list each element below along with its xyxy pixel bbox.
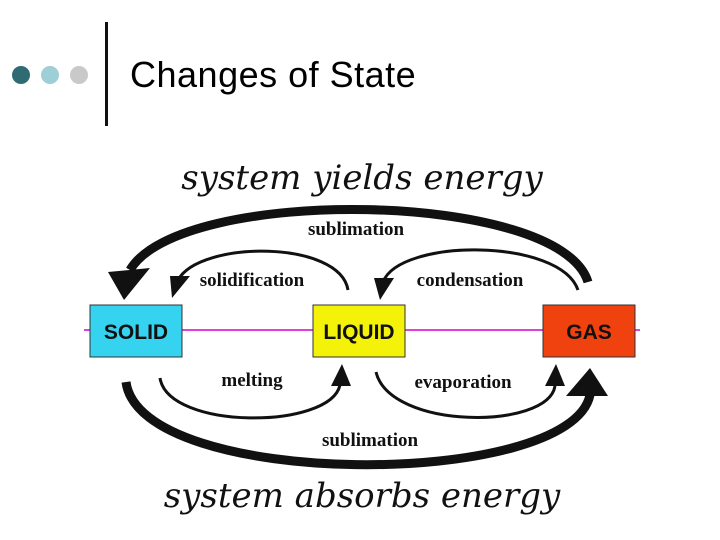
outer-bottom-arrow (121, 381, 595, 470)
bullet-dot-3 (70, 66, 88, 84)
label-solidification: solidification (200, 270, 305, 291)
label-sublimation-bottom: sublimation (322, 430, 419, 451)
evaporation-arrow (374, 371, 557, 419)
outer-top-arrow (126, 205, 593, 284)
label-evaporation: evaporation (414, 372, 512, 393)
condensation-arrow (381, 248, 580, 291)
solidification-arrowhead (170, 276, 190, 298)
evaporation-arrowhead (545, 364, 565, 386)
melting-arrowhead (331, 364, 351, 386)
condensation-arrowhead (374, 278, 394, 300)
top-caption: system yields energy (181, 158, 543, 198)
title-divider (105, 22, 108, 126)
state-label-liquid: LIQUID (323, 321, 394, 344)
melting-arrow (158, 377, 342, 420)
state-box-liquid: LIQUID (312, 304, 406, 358)
bullet-dot-1 (12, 66, 30, 84)
bullet-dot-2 (41, 66, 59, 84)
outer-top-arrowhead (108, 268, 150, 300)
label-melting: melting (221, 370, 283, 391)
slide-title: Changes of State (130, 54, 417, 95)
state-box-gas: GAS (542, 304, 636, 358)
bottom-caption: system absorbs energy (164, 476, 561, 516)
label-sublimation-top: sublimation (308, 219, 405, 240)
state-label-solid: SOLID (104, 321, 168, 344)
outer-bottom-arrowhead (566, 368, 608, 396)
solidification-arrow (176, 249, 350, 291)
state-box-solid: SOLID (89, 304, 183, 358)
label-condensation: condensation (417, 270, 524, 291)
state-label-gas: GAS (566, 321, 612, 344)
